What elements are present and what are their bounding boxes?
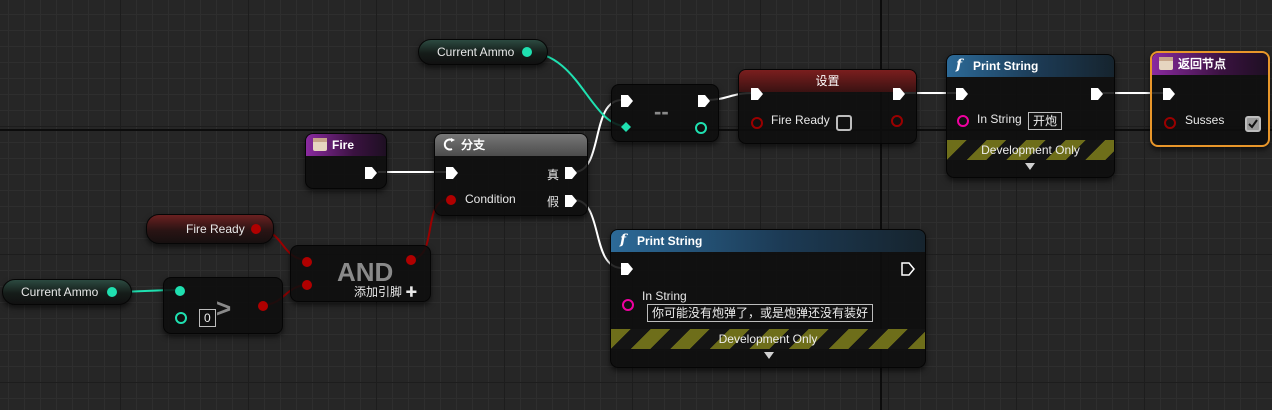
print-string-node-top[interactable]: f Print String In String 开炮 Development … — [946, 54, 1115, 178]
true-label: 真 — [547, 168, 560, 182]
function-icon: f — [620, 232, 627, 248]
node-header: f Print String — [947, 55, 1114, 77]
exec-input-pin[interactable] — [620, 94, 634, 108]
and-node[interactable]: AND 添加引脚 ✚ — [290, 245, 431, 302]
fire-ready-getter[interactable]: Fire Ready — [146, 214, 274, 244]
exec-output-pin[interactable] — [892, 87, 906, 101]
fire-ready-checkbox[interactable] — [836, 115, 852, 131]
integer-output-pin[interactable] — [695, 122, 707, 134]
string-input-pin[interactable] — [957, 115, 969, 127]
node-header: f Print String — [611, 230, 925, 252]
compare-value-field[interactable]: 0 — [199, 309, 216, 327]
exec-output-pin[interactable] — [697, 94, 711, 108]
check-icon — [1248, 119, 1258, 129]
development-only-banner: Development Only — [947, 140, 1114, 160]
integer-output-pin[interactable] — [107, 287, 117, 297]
susses-checkbox[interactable] — [1245, 116, 1261, 132]
in-string-field[interactable]: 你可能没有炮弹了，或是炮弹还没有装好 — [647, 304, 874, 322]
exec-output-pin[interactable] — [901, 262, 915, 276]
node-header: 分支 — [435, 134, 587, 156]
event-icon — [313, 138, 327, 151]
param-label: Susses — [1185, 113, 1225, 127]
greater-than-node[interactable]: 0 > — [163, 277, 283, 334]
bool-output-pin[interactable] — [251, 224, 261, 234]
exec-output-pin[interactable] — [364, 166, 378, 180]
node-title: 返回节点 — [1178, 57, 1227, 71]
node-label: Current Ammo — [21, 285, 99, 299]
in-string-field[interactable]: 开炮 — [1028, 112, 1063, 130]
integer-input-pin-a[interactable] — [175, 286, 185, 296]
condition-label: Condition — [465, 192, 516, 206]
exec-input-pin[interactable] — [1162, 87, 1176, 101]
development-only-label: Development Only — [718, 332, 818, 346]
bool-output-pin[interactable] — [258, 301, 268, 311]
node-header: 设置 — [739, 70, 916, 92]
return-node[interactable]: 返回节点 Susses — [1150, 51, 1270, 147]
node-title: Print String — [973, 59, 1039, 73]
node-title: Print String — [637, 234, 703, 248]
branch-node[interactable]: 分支 Condition 真 假 — [434, 133, 588, 216]
current-ammo-getter-left[interactable]: Current Ammo — [2, 279, 132, 305]
variable-label: Fire Ready — [771, 113, 830, 127]
bool-output-pin[interactable] — [891, 115, 903, 127]
exec-input-pin[interactable] — [445, 166, 459, 180]
in-string-label: In String — [642, 289, 687, 303]
node-title: 设置 — [815, 74, 840, 88]
expand-arrow-icon[interactable] — [1025, 163, 1035, 170]
greater-symbol: > — [216, 293, 232, 323]
print-string-node-bottom[interactable]: f Print String In String 你可能没有炮弹了，或是炮弹还没… — [610, 229, 926, 368]
node-title: Fire — [332, 138, 355, 152]
condition-input-pin[interactable] — [446, 195, 456, 205]
node-label: Fire Ready — [186, 222, 245, 236]
integer-output-pin[interactable] — [522, 47, 532, 57]
branch-icon — [443, 138, 455, 151]
expand-arrow-icon[interactable] — [764, 352, 774, 359]
development-only-label: Development Only — [981, 143, 1080, 157]
fire-event-node[interactable]: Fire — [305, 133, 387, 189]
node-title: 分支 — [461, 138, 486, 152]
in-string-label: In String — [977, 112, 1022, 126]
integer-input-pin[interactable] — [621, 122, 631, 132]
string-input-pin[interactable] — [622, 299, 634, 311]
false-label: 假 — [547, 195, 560, 209]
decrement-symbol: -- — [654, 99, 669, 124]
grid-axis-vertical — [880, 0, 882, 410]
bool-input-pin-a[interactable] — [302, 257, 312, 267]
current-ammo-getter-top[interactable]: Current Ammo — [418, 39, 548, 65]
return-icon — [1159, 57, 1173, 70]
bool-input-pin[interactable] — [1164, 117, 1176, 129]
node-label: Current Ammo — [437, 45, 515, 59]
bool-input-pin-b[interactable] — [302, 280, 312, 290]
exec-input-pin[interactable] — [955, 87, 969, 101]
bool-input-pin[interactable] — [751, 117, 763, 129]
set-fire-ready-node[interactable]: 设置 Fire Ready — [738, 69, 917, 144]
decrement-node[interactable]: -- — [611, 84, 719, 142]
integer-input-pin-b[interactable] — [175, 312, 187, 324]
development-only-banner: Development Only — [611, 329, 925, 349]
exec-output-pin[interactable] — [1090, 87, 1104, 101]
function-icon: f — [956, 57, 963, 73]
exec-input-pin[interactable] — [750, 87, 764, 101]
node-header: 返回节点 — [1152, 53, 1268, 75]
node-header: Fire — [306, 134, 386, 156]
false-exec-output-pin[interactable] — [564, 194, 578, 208]
add-pin-button[interactable]: 添加引脚 ✚ — [354, 285, 418, 299]
exec-input-pin[interactable] — [620, 262, 634, 276]
bool-output-pin[interactable] — [406, 255, 416, 265]
and-symbol: AND — [337, 257, 394, 287]
true-exec-output-pin[interactable] — [564, 166, 578, 180]
